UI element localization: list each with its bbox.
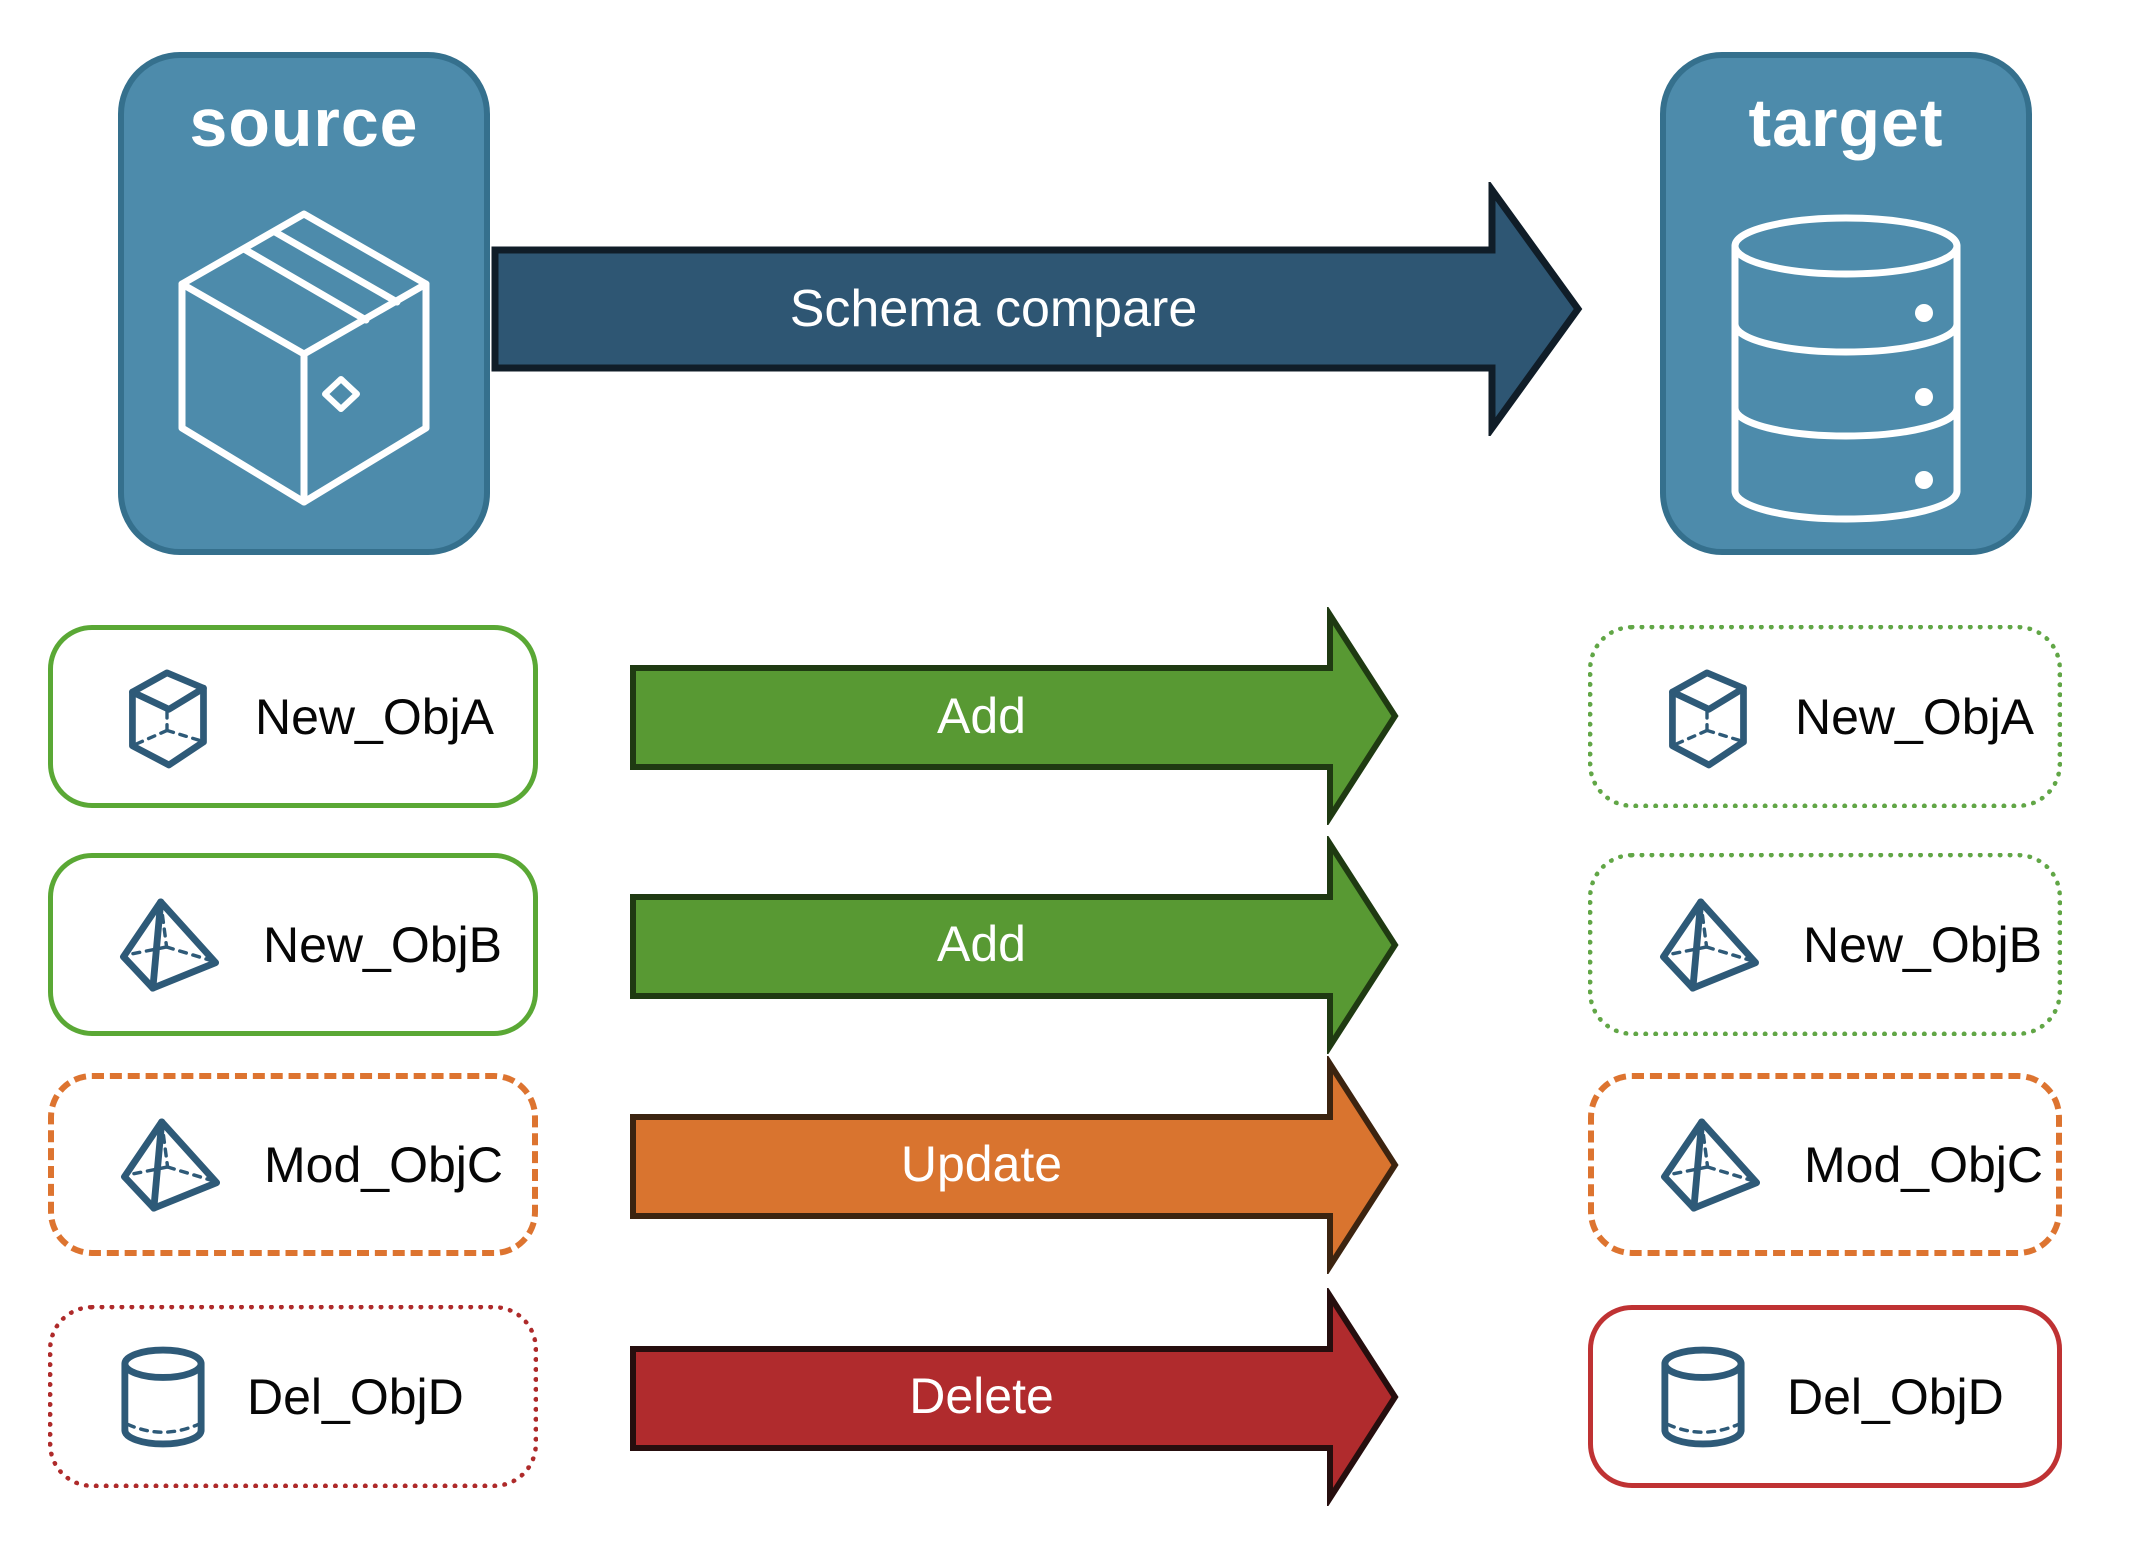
- card-target-new-objb: New_ObjB: [1588, 853, 2062, 1036]
- cylinder-icon: [1661, 1346, 1745, 1447]
- schema-compare-arrow: [491, 182, 1583, 436]
- cylinder-icon: [121, 1346, 205, 1447]
- object-label: Mod_ObjC: [1804, 1136, 2043, 1193]
- update-arrow-row3-label: Update: [900, 1136, 1063, 1192]
- cube-icon: [129, 668, 207, 768]
- db-dot: [1915, 304, 1933, 322]
- cube-icon: [1669, 668, 1747, 768]
- object-label: New_ObjB: [263, 916, 502, 973]
- source-label: source: [189, 85, 419, 161]
- schema-compare-arrow-label: Schema compare: [789, 280, 1198, 338]
- add-arrow-row2: [630, 836, 1399, 1054]
- add-arrow-row2-label: Add: [937, 916, 1026, 972]
- pyramid-icon: [120, 897, 220, 992]
- object-label: New_ObjA: [1795, 688, 2034, 745]
- add-arrow-row1-label: Add: [937, 688, 1026, 744]
- pyramid-icon: [121, 1117, 221, 1212]
- db-dot: [1915, 388, 1933, 406]
- source-node: source: [118, 52, 490, 555]
- database-icon: [1731, 214, 1961, 523]
- card-target-mod-objc: Mod_ObjC: [1588, 1073, 2062, 1256]
- pyramid-icon: [1660, 897, 1760, 992]
- package-icon: [178, 210, 430, 506]
- add-arrow-row1: [630, 607, 1399, 825]
- update-arrow-row3: [630, 1056, 1399, 1274]
- delete-arrow-row4: [630, 1288, 1399, 1506]
- target-node: target: [1660, 52, 2032, 555]
- delete-arrow-row4-label: Delete: [909, 1368, 1054, 1424]
- object-label: New_ObjA: [255, 688, 494, 745]
- card-source-del-objd: Del_ObjD: [48, 1305, 538, 1488]
- card-source-new-obja: New_ObjA: [48, 625, 538, 808]
- db-dot: [1915, 471, 1933, 489]
- target-label: target: [1748, 85, 1944, 161]
- card-target-new-obja: New_ObjA: [1588, 625, 2062, 808]
- object-label: Mod_ObjC: [264, 1136, 503, 1193]
- card-target-del-objd: Del_ObjD: [1588, 1305, 2062, 1488]
- object-label: Del_ObjD: [247, 1368, 464, 1425]
- pyramid-icon: [1661, 1117, 1761, 1212]
- object-label: New_ObjB: [1803, 916, 2042, 973]
- card-source-mod-objc: Mod_ObjC: [48, 1073, 538, 1256]
- object-label: Del_ObjD: [1787, 1368, 2004, 1425]
- card-source-new-objb: New_ObjB: [48, 853, 538, 1036]
